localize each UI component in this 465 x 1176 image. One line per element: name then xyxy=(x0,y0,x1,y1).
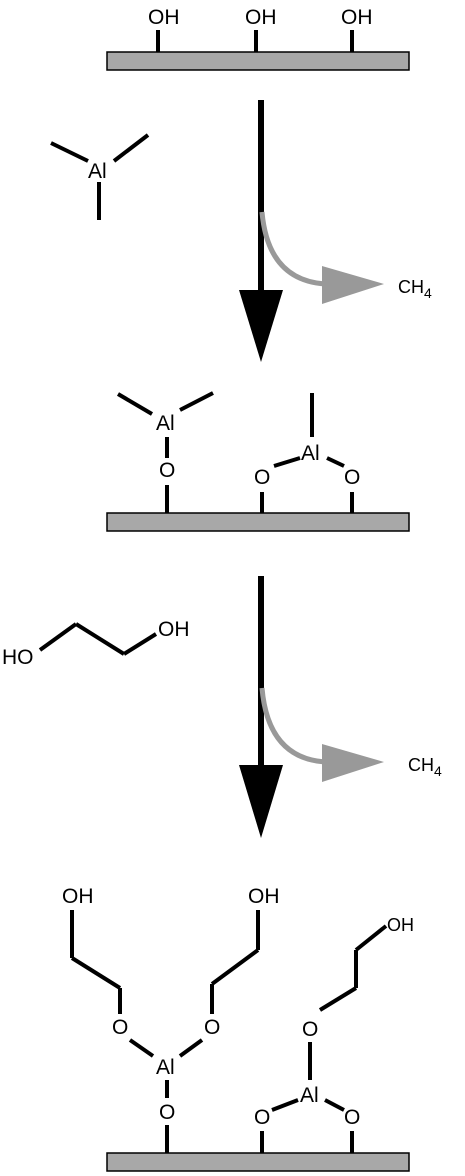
surface-oh-label-3: OH xyxy=(341,6,373,29)
tma-terminated-surface: Al O Al O O xyxy=(106,391,410,532)
substrate-surface-1 xyxy=(106,51,410,71)
reaction-arrow-1: CH4 xyxy=(239,100,432,362)
ch4-byproduct-label-1: CH4 xyxy=(398,277,432,301)
trimethylaluminum-molecule: Al xyxy=(50,133,150,220)
o-label-chain-1: O xyxy=(112,1016,128,1039)
o-label-bridge-1: O xyxy=(254,466,270,489)
o-label-stage3-left: O xyxy=(159,1101,175,1124)
oh-label-chain-3: OH xyxy=(387,915,414,935)
hydroxylated-surface: OH OH OH xyxy=(106,6,410,71)
reaction-arrow-2: CH4 xyxy=(239,576,442,838)
tma-al-label: Al xyxy=(88,160,107,183)
o-label-stage3-bridge-2: O xyxy=(344,1106,360,1129)
o-label-left: O xyxy=(159,459,175,482)
surface-oh-label-1: OH xyxy=(148,6,180,29)
ho-label: HO xyxy=(2,646,34,669)
o-label-chain-2: O xyxy=(204,1016,220,1039)
substrate-surface-2 xyxy=(106,512,410,532)
al-label-stage3-left: Al xyxy=(156,1056,175,1079)
al-label-bridging: Al xyxy=(301,442,320,465)
substrate-surface-3 xyxy=(106,1152,410,1172)
al-label-left: Al xyxy=(156,412,175,435)
o-label-stage3-bridge-1: O xyxy=(254,1106,270,1129)
oh-label-chain-1: OH xyxy=(62,885,94,908)
oh-label-chain-2: OH xyxy=(248,885,280,908)
ch4-byproduct-label-2: CH4 xyxy=(408,755,442,779)
glycol-terminated-surface: OH O OH O Al O OH O Al O O xyxy=(62,885,414,1172)
al-label-stage3-bridging: Al xyxy=(300,1084,319,1107)
o-label-chain-3: O xyxy=(302,1018,318,1041)
o-label-bridge-2: O xyxy=(344,466,360,489)
oh-label-glycol: OH xyxy=(158,618,190,641)
surface-oh-label-2: OH xyxy=(245,6,277,29)
ethylene-glycol-molecule: HO OH xyxy=(2,618,190,669)
